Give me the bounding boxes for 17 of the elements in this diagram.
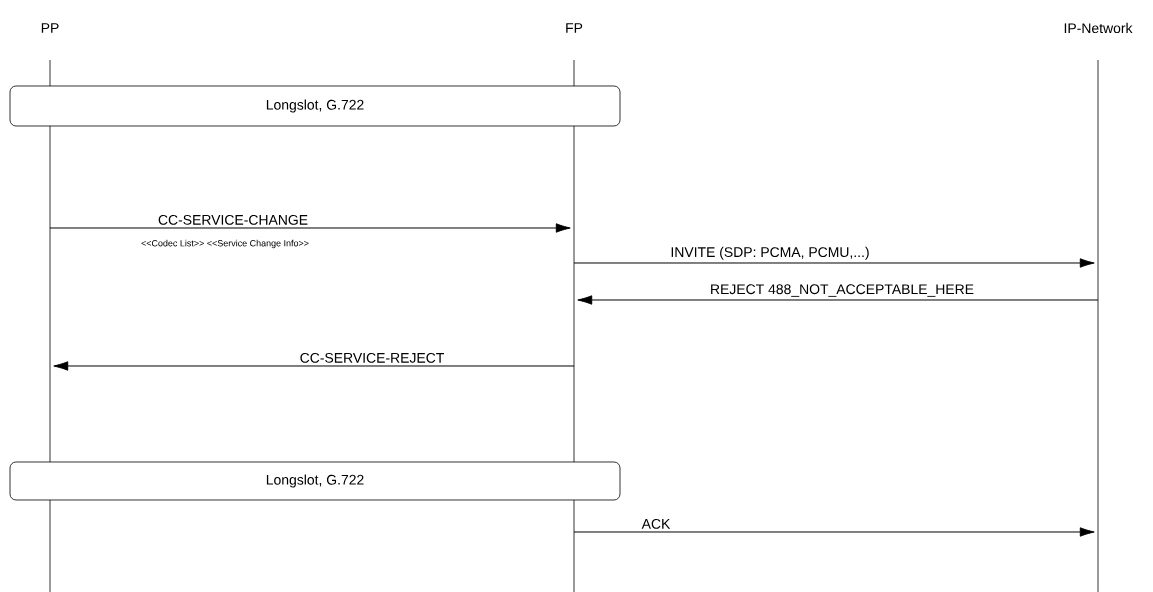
arrow xyxy=(49,223,571,233)
participant-label: PP xyxy=(41,23,59,33)
state-box: Longslot, G.722 xyxy=(9,85,621,127)
parameter-note: <<Codec List>> <<Service Change Info>> xyxy=(141,239,309,249)
arrow xyxy=(53,361,575,371)
state-box: Longslot, G.722 xyxy=(9,461,621,501)
arrow xyxy=(573,258,1095,268)
edge-label: CC-SERVICE-REJECT xyxy=(298,351,446,364)
edge-label: ACK xyxy=(640,517,672,530)
participant-label: FP xyxy=(566,23,583,33)
arrow xyxy=(573,527,1095,537)
lifeline xyxy=(1097,59,1099,592)
arrow xyxy=(577,295,1099,305)
edge-label: CC-SERVICE-CHANGE xyxy=(156,213,310,226)
edge-label: INVITE (SDP: PCMA, PCMU,...) xyxy=(669,245,871,261)
participant-label: IP-Network xyxy=(1064,22,1133,34)
edge-label: REJECT 488_NOT_ACCEPTABLE_HERE xyxy=(709,283,976,298)
